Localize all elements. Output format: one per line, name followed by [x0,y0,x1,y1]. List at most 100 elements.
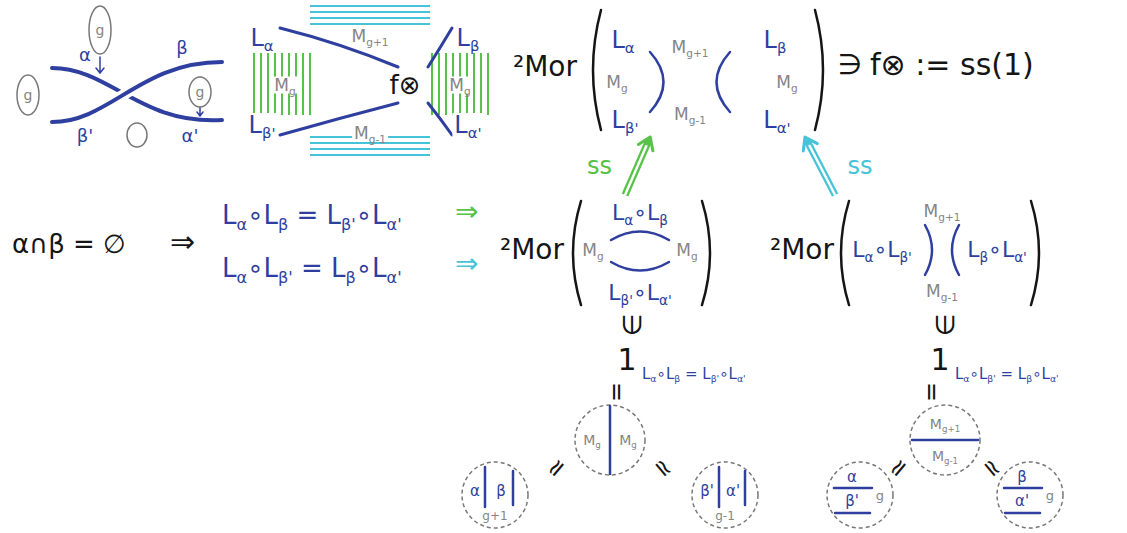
arrow-label: ss [848,154,873,178]
implication-arrow: ⇒ [455,198,478,226]
drawing-stroke [17,6,211,147]
morphism-entry: Lβ∘Lα' [967,239,1027,261]
text-run: 1 [930,342,949,377]
brane-arc [650,52,664,112]
text-run: ∘ [719,365,728,383]
hatch-line [310,17,430,19]
hatch-line [310,5,430,7]
text-run: β [1017,468,1027,486]
region-label: β [496,484,506,499]
region-label: Mg [583,433,601,447]
text-run: L [764,26,777,54]
hatch-line [310,148,430,150]
hypothesis-formula: α∩β = ∅ [12,231,126,257]
brane-line [912,439,978,442]
brane-line [835,512,870,515]
morphism-entry: Mg+1 [924,203,961,220]
text-run: ∘ [873,237,887,262]
subscript: β [278,215,288,234]
text-run: L [249,111,262,139]
text-run: ⇒ [455,247,478,280]
corner-label: Mg+1 [350,28,391,45]
subscript: g+1 [366,35,388,47]
unit-symbol: 1 [930,345,949,375]
text-run: L [702,365,710,383]
text-run: ∘ [657,365,666,383]
region-label: Mg [619,433,637,447]
text-run: α' [1015,492,1029,510]
subscript: g [791,81,798,93]
text-run: ²Mor [770,233,834,266]
region-label: α' [726,484,740,499]
region-label: Mg-1 [932,449,958,463]
text-run: g [1046,488,1054,503]
morphism-entry: Mg [582,242,603,259]
arrow-shaft [625,140,649,195]
relation-symbol: = [605,382,629,402]
text-run: f⊗ [390,70,421,100]
brane-arc [925,225,932,275]
text-run: β' [700,482,714,500]
subscript: g-1 [941,290,958,302]
relation-symbol: ≃ [647,453,678,484]
text-run: ∘ [633,280,647,305]
text-run: L [457,24,470,52]
corner-label: Lα' [452,113,483,137]
hatch-line [310,11,430,13]
text-run: = [918,382,946,402]
region-label: β [1017,470,1027,485]
text-run: ∘ [633,200,647,225]
disk-picture: Mg Mg [574,404,646,476]
morphism-entry: Mg [776,74,797,91]
text-run: L [250,24,263,52]
rewrite-arrow [625,137,653,195]
text-run: L [263,253,278,283]
text-run: α [847,468,857,486]
subscript: α' [387,268,402,287]
dashed-disk [997,462,1063,528]
subscript: α [264,37,274,55]
subscript: β' [899,249,911,265]
region-label: g+1 [482,510,507,522]
dashed-disk [462,462,528,528]
text-run: α' [726,482,740,500]
parenthesis [702,201,710,305]
subscript: g [621,81,628,93]
region-label: β' [845,494,859,509]
arrow-head [638,137,653,151]
subscript: β [659,212,668,228]
hatch-line [309,53,311,115]
subscript: g-1 [689,113,706,125]
text-run: L [1018,365,1026,383]
text-run: L [647,280,659,305]
drawing-stroke [52,62,222,122]
region-label: g [876,489,884,502]
brane-arc [611,232,669,241]
text-run: ∋ [930,314,960,337]
subscript: β' [625,119,639,137]
arrow-shaft-gap [625,145,647,195]
genus-label: g [24,88,33,102]
text-run: ∋ [838,48,862,81]
disk-picture: α β' g [826,461,894,529]
morphism-entry: Lα [611,28,634,52]
curve-label: β' [77,127,93,145]
brane-strand [428,28,452,67]
text-run: ∘ [1032,365,1041,383]
unit-symbol: 1 [617,345,636,375]
equation-formula: Lα∘Lβ' = Lβ∘Lα' [222,255,402,281]
text-run: M [776,72,791,92]
lagrangian-curve [52,62,222,122]
text-run: g [876,488,884,503]
dashed-disk [827,462,893,528]
morphism-entry: ²Mor [513,53,577,81]
text-run: α∩β = ∅ [12,229,126,259]
text-run: M [672,37,687,57]
text-run: M [676,240,691,260]
rewrite-arrow [803,137,835,195]
subscript: β' [711,373,720,384]
morphism-entry: Mg-1 [674,106,706,123]
brane-line [1004,487,1042,490]
text-run: = [293,253,331,283]
subscript: g-1 [944,456,958,466]
